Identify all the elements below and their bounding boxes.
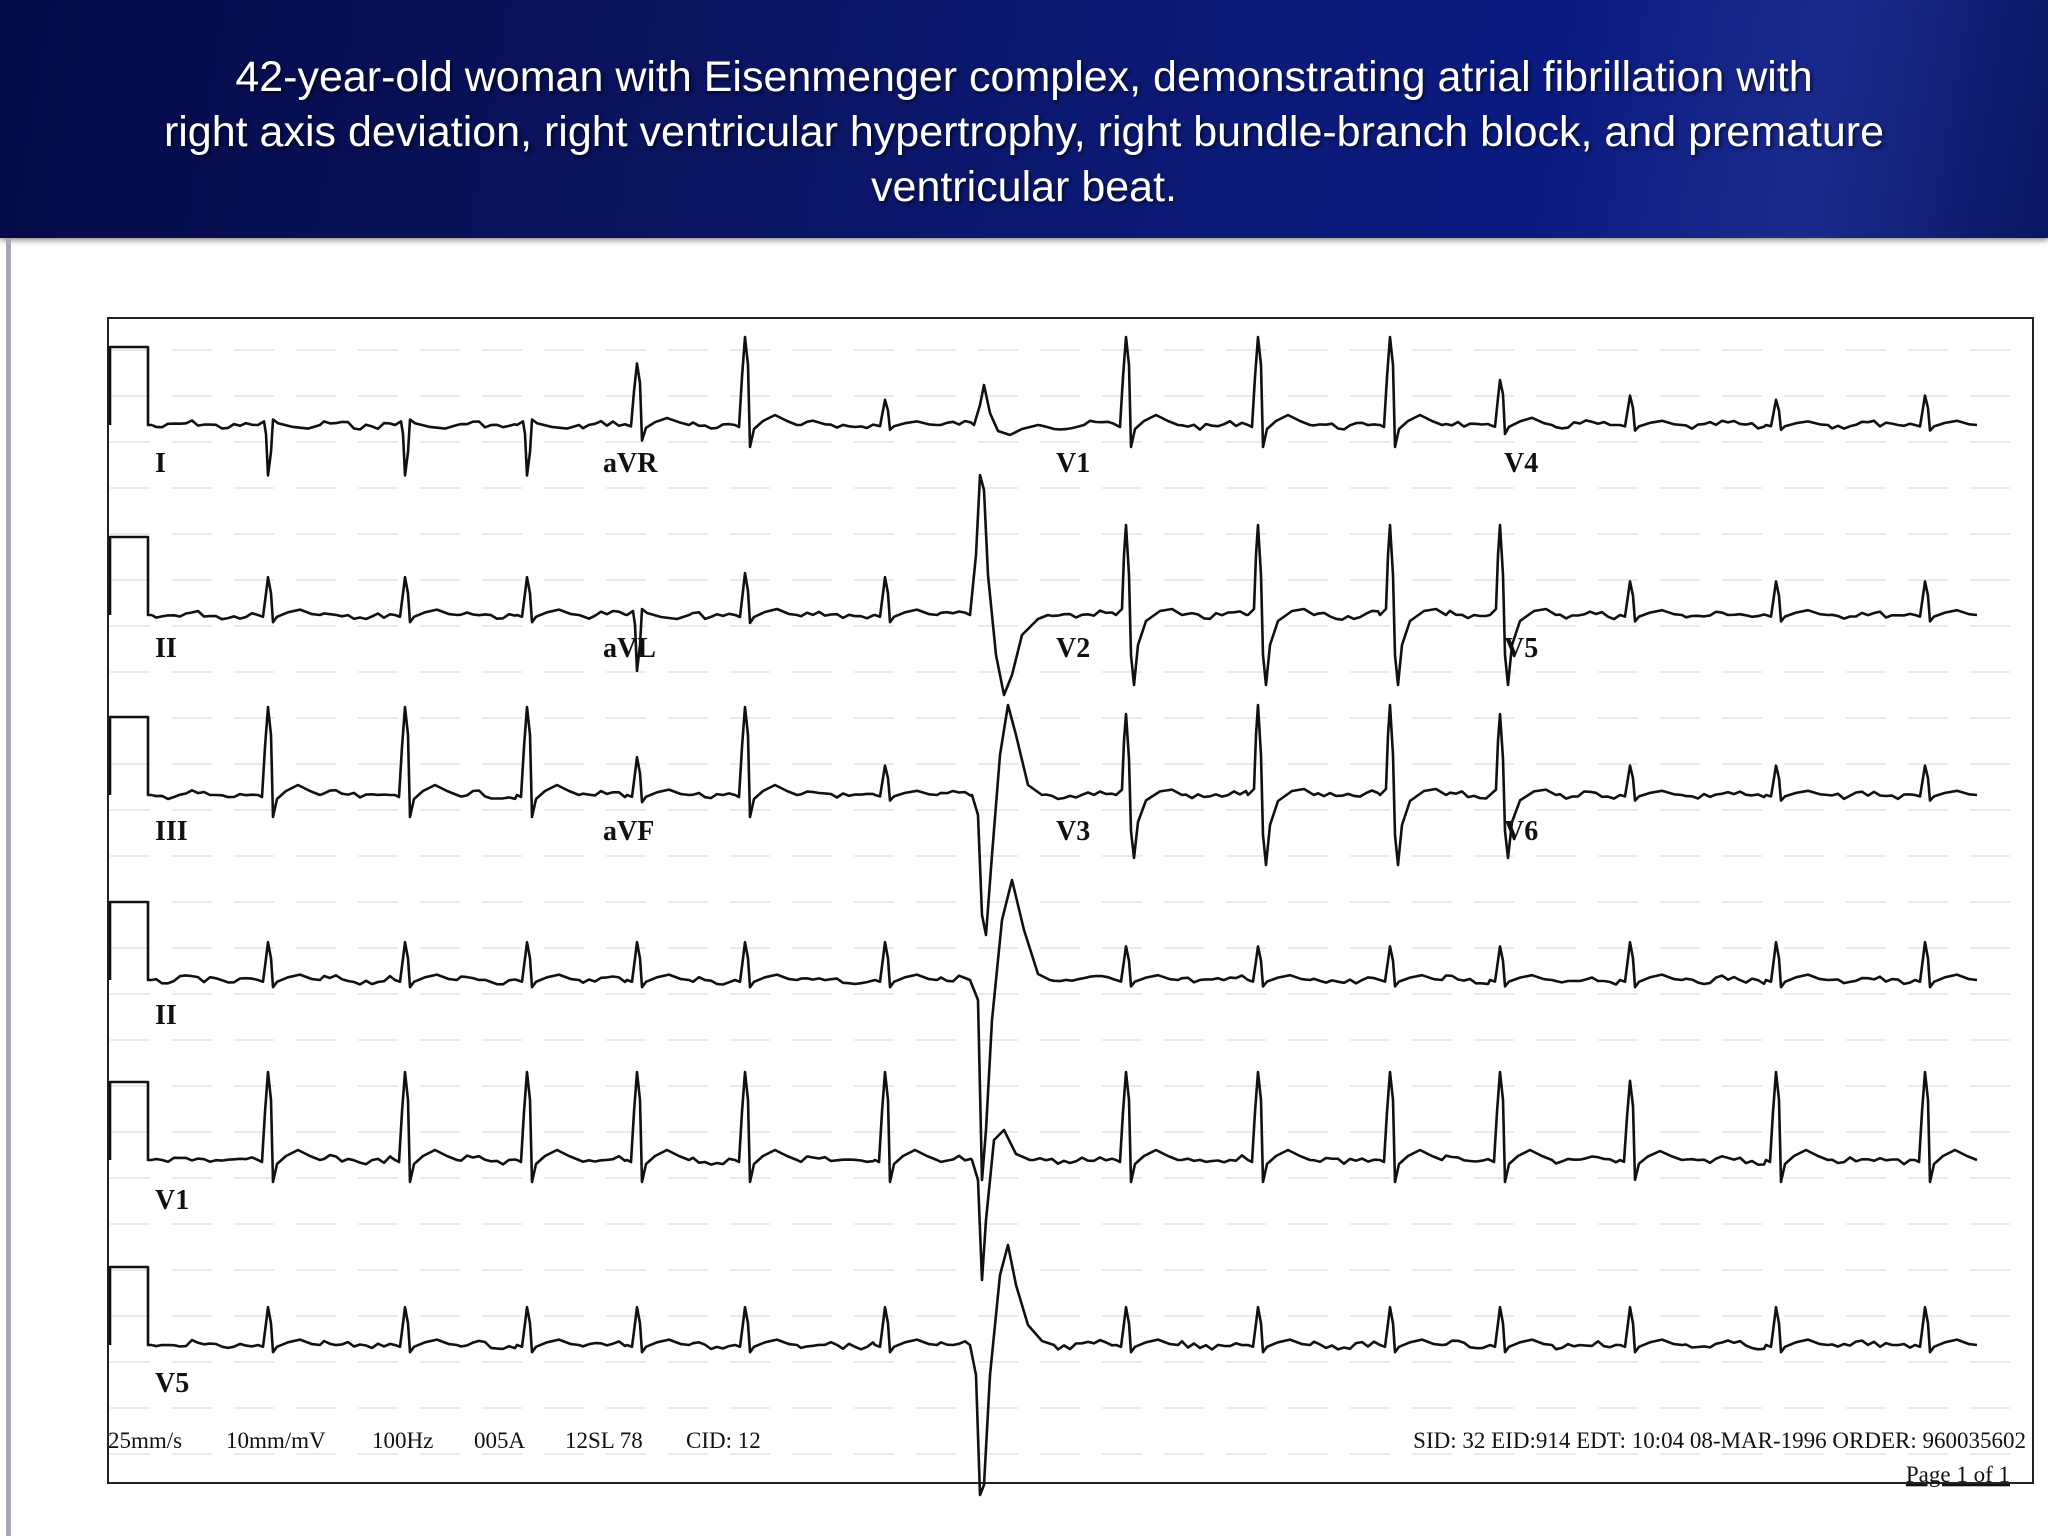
footer-speed: 25mm/s <box>108 1428 182 1453</box>
slide-left-rule <box>6 238 11 1536</box>
lead-trace <box>151 1070 1978 1282</box>
lead-label-aVL: aVL <box>603 633 656 664</box>
footer-code2: 12SL 78 <box>565 1428 643 1453</box>
lead-trace <box>151 1243 1978 1497</box>
lead-label-V1: V1 <box>1056 448 1090 479</box>
ecg-frame <box>107 317 2034 1484</box>
footer-filter: 100Hz <box>372 1428 433 1453</box>
rhythm-label-V1: V1 <box>155 1185 189 1216</box>
rhythm-label-II: II <box>155 1000 177 1031</box>
footer-gain: 10mm/mV <box>226 1428 326 1453</box>
calibration-pulse <box>108 345 152 427</box>
calibration-pulse <box>108 715 152 797</box>
lead-label-III: III <box>155 816 188 847</box>
lead-label-V2: V2 <box>1056 633 1090 664</box>
calibration-pulse <box>108 1265 152 1347</box>
lead-label-V4: V4 <box>1504 448 1538 479</box>
calibration-pulse <box>108 1080 152 1162</box>
footer-record-info: SID: 32 EID:914 EDT: 10:04 08-MAR-1996 O… <box>1413 1428 2026 1453</box>
rhythm-label-V5: V5 <box>155 1368 189 1399</box>
lead-label-aVR: aVR <box>603 448 658 479</box>
lead-label-V5: V5 <box>1504 633 1538 664</box>
lead-trace <box>151 703 1978 937</box>
lead-trace <box>151 878 1978 1182</box>
slide-title: 42-year-old woman with Eisenmenger compl… <box>163 53 1885 211</box>
lead-label-V3: V3 <box>1056 816 1090 847</box>
calibration-pulse <box>108 535 152 617</box>
footer-page-number: Page 1 of 1 <box>1906 1462 2010 1487</box>
lead-label-I: I <box>155 448 166 479</box>
lead-label-aVF: aVF <box>603 816 654 847</box>
footer-code1: 005A <box>474 1428 526 1453</box>
lead-label-II: II <box>155 633 177 664</box>
footer-cid: CID: 12 <box>686 1428 761 1453</box>
ecg-waveforms <box>108 335 1978 1497</box>
calibration-pulse <box>108 900 152 982</box>
lead-label-V6: V6 <box>1504 816 1538 847</box>
ecg-grid <box>110 349 2030 1455</box>
lead-trace <box>151 473 1978 697</box>
title-banner: 42-year-old woman with Eisenmenger compl… <box>0 0 2048 238</box>
lead-trace <box>151 335 1978 477</box>
